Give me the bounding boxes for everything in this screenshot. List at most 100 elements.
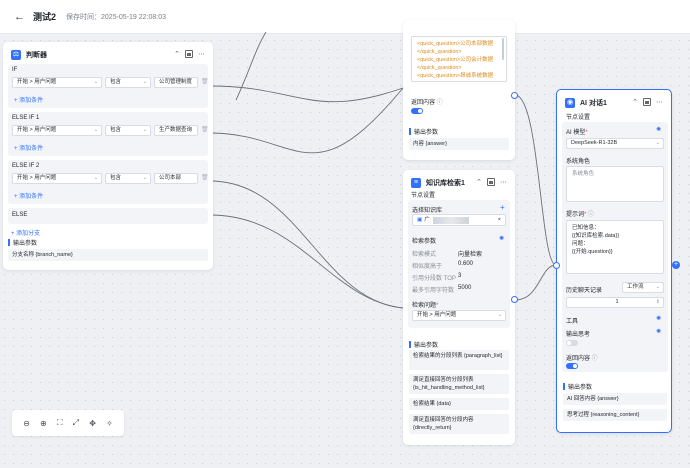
more-icon[interactable]: ⋯: [198, 51, 205, 58]
info-icon: ⓘ: [436, 100, 443, 106]
add-condition-button[interactable]: + 添加条件: [14, 98, 44, 104]
chevron-down-icon: ⌄: [93, 175, 98, 181]
fullscreen-icon[interactable]: ⤢: [72, 418, 80, 427]
prompt-textarea[interactable]: 已知信息： {{知识库检索.data}} 问题： {{开始.question}}: [566, 220, 664, 274]
code-editor[interactable]: <quick_question>公司本部数据 </quick_question>…: [411, 36, 507, 82]
param-value: 0.600: [458, 261, 474, 267]
kb-search-node[interactable]: ≡ 知识库检索1 ⌃ ⋯ 节点设置 选择知识库 + ▣广× 检索参数 ✺ 检索模…: [403, 170, 518, 445]
robot-icon: ◉: [565, 98, 575, 108]
info-icon: ⓘ: [591, 356, 598, 362]
top-bar: ← 测试2 保存时间：2025-05-19 22:08:03: [0, 0, 690, 34]
history-count-input[interactable]: 1⇕: [566, 297, 664, 308]
branch-label: ELSE: [12, 212, 28, 218]
gear-icon[interactable]: ✺: [656, 316, 662, 322]
reasoning-label: 输出思考: [566, 332, 591, 338]
add-condition-button[interactable]: + 添加条件: [14, 194, 44, 200]
param-value: 3: [458, 273, 462, 279]
delete-icon[interactable]: 🗑: [201, 127, 209, 133]
chevron-down-icon: ⌄: [497, 312, 502, 318]
operator-select[interactable]: 包含⌄: [105, 77, 151, 88]
save-time: 保存时间：2025-05-19 22:08:03: [66, 13, 167, 21]
role-label: 系统角色: [566, 159, 591, 165]
output-param: 检索结果的分段列表 {paragraph_list}: [409, 350, 509, 370]
output-section-title: 输出参数: [409, 340, 438, 349]
add-kb-icon[interactable]: +: [500, 203, 505, 212]
output-handle[interactable]: [511, 92, 518, 99]
delete-icon[interactable]: 🗑: [201, 79, 209, 85]
edge-if: [209, 85, 404, 103]
kb-tag[interactable]: ▣广×: [412, 214, 506, 226]
return-toggle[interactable]: [411, 108, 423, 114]
workflow-title: 测试2: [33, 12, 57, 22]
scrollbar[interactable]: [502, 38, 504, 60]
gear-icon[interactable]: ✺: [656, 127, 662, 133]
chevron-down-icon: ⌄: [142, 175, 147, 181]
value-input[interactable]: 生产数据查询: [154, 125, 198, 136]
branch-if: IF 开始 > 用户问题⌄ 包含⌄ 公司管理制度 🗑 + 添加条件: [8, 64, 209, 108]
zoom-out-icon[interactable]: ⊖: [23, 418, 30, 428]
param-key: 检索模式: [412, 252, 437, 258]
kb-icon: ▣: [417, 217, 423, 223]
panel-icon[interactable]: [487, 178, 495, 186]
add-branch-button[interactable]: + 添加分支: [11, 231, 41, 237]
return-toggle[interactable]: [566, 363, 578, 369]
add-next-node-icon[interactable]: +: [672, 261, 680, 269]
branch-elseif-2: ELSE IF 2 开始 > 用户问题⌄ 包含⌄ 公司本部 🗑 + 添加条件: [8, 160, 209, 204]
output-param: 满足直接回答的分段内容 {directly_return}: [409, 414, 509, 434]
node-title: 知识库检索1: [426, 180, 465, 187]
gear-icon[interactable]: ✺: [499, 236, 505, 242]
collapse-icon[interactable]: ⌃: [174, 51, 180, 58]
role-textarea[interactable]: 系统角色: [566, 166, 664, 202]
panel-icon[interactable]: [185, 50, 193, 58]
node-title: AI 对话1: [580, 100, 607, 107]
output-param: AI 回答内容 {answer}: [563, 393, 667, 405]
value-input[interactable]: 公司管理制度: [154, 77, 198, 88]
output-handle[interactable]: [511, 296, 518, 303]
judge-node[interactable]: ⚖ 判断器 ⌃ ⋯ IF 开始 > 用户问题⌄ 包含⌄ 公司管理制度 🗑 + 添…: [3, 42, 213, 270]
move-icon[interactable]: ✥: [89, 418, 96, 428]
output-param: 思考过程 {reasoning_content}: [563, 409, 667, 421]
chevron-down-icon: ⌄: [655, 284, 660, 290]
param-key: 最多引用字符数: [412, 288, 455, 294]
settings-panel: 选择知识库 + ▣广× 检索参数 ✺ 检索模式 向量检索 相似度高于 0.600…: [408, 200, 510, 328]
field-select[interactable]: 开始 > 用户问题⌄: [12, 77, 102, 88]
delete-icon[interactable]: 🗑: [201, 175, 209, 181]
branch-label: IF: [12, 67, 18, 73]
branch-else: ELSE: [8, 208, 208, 224]
more-icon[interactable]: ⋯: [500, 179, 507, 186]
collapse-icon[interactable]: ⌃: [632, 99, 638, 106]
collapse-icon[interactable]: ⌃: [476, 179, 482, 186]
operator-select[interactable]: 包含⌄: [105, 173, 151, 184]
edge-else: [209, 214, 404, 309]
branch-elseif-1: ELSE IF 1 开始 > 用户问题⌄ 包含⌄ 生产数据查询 🗑 + 添加条件: [8, 112, 209, 156]
ai-chat-node[interactable]: ◉ AI 对话1 ⌃ ⋯ 节点设置 AI 模型* ✺ DeepSeek-R1-3…: [556, 89, 672, 433]
edge-kb-ai: [514, 264, 557, 301]
zoom-in-icon[interactable]: ⊕: [39, 418, 47, 428]
fit-view-icon[interactable]: ⛶: [56, 418, 63, 427]
input-handle[interactable]: [553, 262, 560, 269]
magic-icon[interactable]: ✧: [106, 418, 113, 428]
prompt-label: 提示词* ⓘ: [566, 212, 595, 218]
judge-icon: ⚖: [11, 50, 21, 60]
back-arrow-icon[interactable]: ←: [14, 10, 25, 23]
reply-node[interactable]: <quick_question>公司本部数据 </quick_question>…: [403, 20, 518, 160]
output-section-title: 输出参数: [409, 127, 438, 136]
settings-panel: AI 模型* ✺ DeepSeek-R1-32B⌄ 系统角色 系统角色 提示词*…: [562, 122, 668, 372]
settings-label: 节点设置: [411, 193, 436, 199]
field-select[interactable]: 开始 > 用户问题⌄: [12, 125, 102, 136]
model-select[interactable]: DeepSeek-R1-32B⌄: [566, 138, 664, 149]
edge-top-in: [235, 31, 267, 101]
value-input[interactable]: 公司本部: [154, 173, 198, 184]
more-icon[interactable]: ⋯: [656, 99, 663, 106]
return-label: 返回内容 ⓘ: [411, 100, 443, 106]
reasoning-toggle[interactable]: [566, 340, 578, 346]
add-condition-button[interactable]: + 添加条件: [14, 146, 44, 152]
panel-icon[interactable]: [643, 98, 651, 106]
history-mode-select[interactable]: 工作流⌄: [622, 282, 664, 293]
field-select[interactable]: 开始 > 用户问题⌄: [12, 173, 102, 184]
gear-icon[interactable]: ✺: [656, 329, 662, 335]
chevron-down-icon: ⌄: [93, 127, 98, 133]
question-select[interactable]: 开始 > 用户问题⌄: [412, 310, 506, 321]
operator-select[interactable]: 包含⌄: [105, 125, 151, 136]
